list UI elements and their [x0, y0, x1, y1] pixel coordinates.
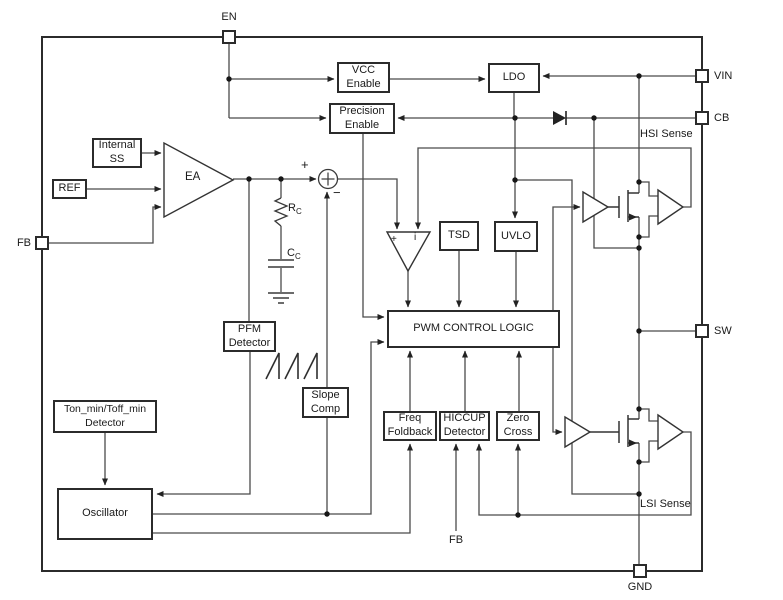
label-ea: EA	[185, 171, 201, 183]
pin-cb	[695, 111, 709, 125]
resistor-icon	[273, 197, 289, 227]
wire-sum-to-comparator	[337, 178, 400, 230]
pin-vin	[695, 69, 709, 83]
pin-label-sw: SW	[714, 325, 732, 337]
wire-osc-to-pwm	[153, 339, 385, 515]
pin-label-vin: VIN	[714, 70, 733, 82]
block-ldo: LDO	[488, 63, 540, 93]
capacitor-icon	[268, 259, 294, 268]
wire-pfm-to-oscillator	[156, 352, 251, 497]
block-ref: REF	[52, 179, 87, 199]
pin-label-en: EN	[221, 11, 237, 23]
block-uvlo: UVLO	[494, 221, 538, 252]
pin-en	[222, 30, 236, 44]
label-rc: RC	[288, 202, 302, 217]
wire-pwm-to-hs-driver	[552, 204, 581, 310]
diode-icon	[553, 111, 567, 125]
wire-osc-to-foldback	[153, 443, 413, 534]
pin-label-gnd: GND	[627, 581, 653, 593]
wire-hs-amp-bottom-tap	[639, 215, 658, 238]
ls-gate-driver-icon	[564, 415, 592, 449]
wire-hsi-sense	[415, 147, 692, 230]
block-ton-toff-detector: Ton_min/Toff_min Detector	[53, 400, 157, 433]
pin-label-cb: CB	[714, 112, 730, 124]
pin-gnd	[633, 564, 647, 578]
hs-sense-amp-icon	[657, 188, 685, 226]
block-pfm-detector: PFM Detector	[223, 321, 276, 352]
block-precision-enable: Precision Enable	[329, 103, 395, 134]
wires	[49, 44, 695, 564]
label-sum-plus: +	[301, 157, 309, 172]
wire-ls-amp-bottom-tap	[639, 440, 658, 463]
error-amplifier-icon	[163, 141, 235, 219]
pwm-comparator-icon	[385, 231, 432, 273]
wire-lsi-sense	[476, 431, 692, 516]
label-comp-plus: +	[391, 234, 397, 245]
wire-ls-amp-top-tap	[639, 408, 658, 422]
pin-fb	[35, 236, 49, 250]
block-vcc-enable: VCC Enable	[337, 62, 390, 93]
wire-precen-to-pwm	[362, 134, 385, 320]
block-zero-cross: Zero Cross	[496, 411, 540, 441]
wire-hs-amp-top-tap	[639, 181, 658, 197]
label-lsi-sense: LSI Sense	[640, 498, 691, 510]
wire-fb-to-ea	[49, 204, 162, 244]
pin-sw	[695, 324, 709, 338]
block-oscillator: Oscillator	[57, 488, 153, 540]
junction-dots	[226, 73, 642, 518]
hs-gate-driver-icon	[582, 190, 610, 224]
pin-label-fb: FB	[16, 237, 31, 249]
summing-junction-icon	[317, 168, 339, 190]
label-hsi-sense: HSI Sense	[640, 128, 693, 140]
block-pwm-control-logic: PWM CONTROL LOGIC	[387, 310, 560, 348]
block-hiccup-detector: HICCUP Detector	[439, 411, 490, 441]
block-freq-foldback: Freq Foldback	[383, 411, 437, 441]
block-tsd: TSD	[439, 221, 479, 251]
sawtooth-waveform-icon	[265, 352, 318, 380]
wire-cb-to-highside-rail	[593, 118, 639, 249]
label-fb-internal: FB	[448, 534, 464, 546]
block-slope-comp: Slope Comp	[302, 387, 349, 418]
ground-icon	[268, 292, 294, 304]
low-side-mosfet-icon	[590, 415, 639, 447]
label-comp-current: i	[414, 232, 417, 243]
high-side-mosfet-icon	[608, 190, 639, 222]
label-cc: CC	[287, 247, 301, 262]
wire-vcc-to-lowside-rail	[515, 179, 639, 495]
label-sum-minus: −	[333, 185, 341, 200]
block-internal-ss: Internal SS	[92, 138, 142, 168]
ls-sense-amp-icon	[657, 413, 685, 451]
chip-outline	[41, 36, 703, 572]
wire-pwm-to-ls-driver	[552, 348, 563, 435]
